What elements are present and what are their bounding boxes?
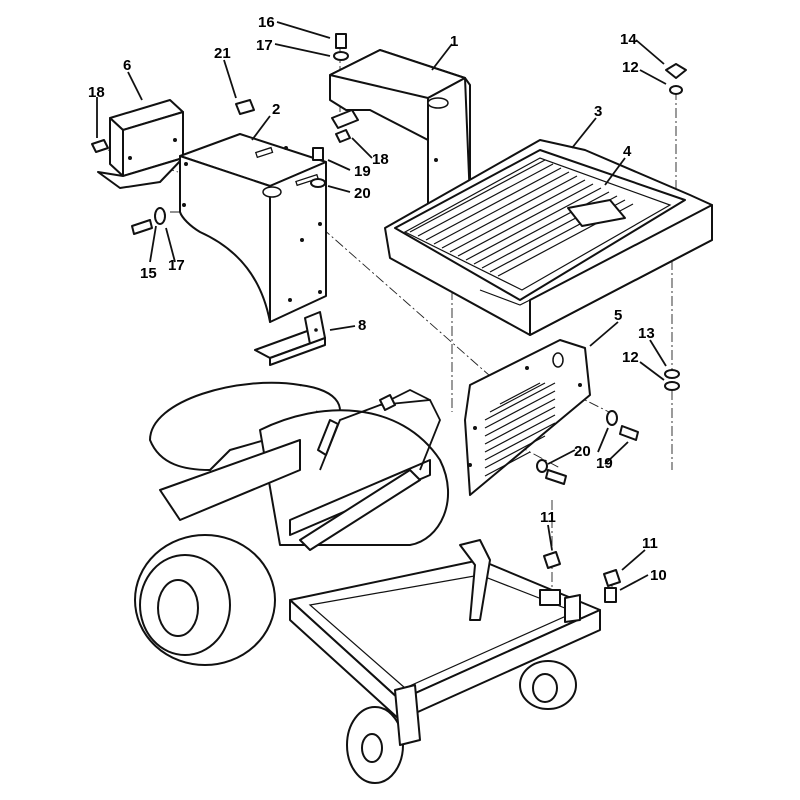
seat-label-part-4 xyxy=(567,199,626,227)
washer-12-right xyxy=(664,381,680,391)
callout-2: 2 xyxy=(272,101,280,118)
screw-16 xyxy=(335,33,347,49)
screw-15 xyxy=(131,219,153,235)
louvers xyxy=(484,382,556,477)
callout-12-top: 12 xyxy=(622,59,639,76)
nut-18-right xyxy=(335,129,351,143)
callout-11-left: 11 xyxy=(540,509,556,526)
nut-13 xyxy=(664,369,680,379)
callout-3: 3 xyxy=(594,103,602,120)
bracket-part-6 xyxy=(97,99,184,189)
callout-10: 10 xyxy=(650,567,667,584)
callout-11-right: 11 xyxy=(642,535,658,552)
callout-19-left: 19 xyxy=(354,163,371,180)
callout-17-top: 17 xyxy=(256,37,273,54)
nut-11-left xyxy=(543,551,561,569)
seat-pan-part-3 xyxy=(384,139,713,336)
callout-16: 16 xyxy=(258,14,275,31)
callout-20-right: 20 xyxy=(574,443,591,460)
callout-1: 1 xyxy=(450,33,458,50)
bracket-part-8 xyxy=(254,311,326,366)
callout-6: 6 xyxy=(123,57,131,74)
washer-20-lower xyxy=(536,459,548,473)
screw-10 xyxy=(604,587,617,603)
callout-12-right: 12 xyxy=(622,349,639,366)
wing-nut-14 xyxy=(665,63,687,79)
callout-5: 5 xyxy=(614,307,622,324)
callout-17-left: 17 xyxy=(168,257,185,274)
callout-20-left: 20 xyxy=(354,185,371,202)
callout-8: 8 xyxy=(358,317,366,334)
callout-18-right: 18 xyxy=(372,151,389,168)
screw-19-left xyxy=(312,147,324,161)
frame-assembly xyxy=(134,381,601,784)
callout-18-left: 18 xyxy=(88,84,105,101)
callout-15: 15 xyxy=(140,265,157,282)
callout-14: 14 xyxy=(620,31,637,48)
louvered-panel-part-5 xyxy=(464,339,591,496)
callout-21: 21 xyxy=(214,45,231,62)
washer-20-left xyxy=(310,178,326,188)
hardware xyxy=(131,33,687,603)
cover-plate-part-1 xyxy=(329,49,471,233)
clip-part-21 xyxy=(235,99,255,115)
washer-12-top xyxy=(669,85,683,95)
side-panel-part-2 xyxy=(179,133,327,323)
callout-19-right: 19 xyxy=(596,455,613,472)
callouts: 1 2 3 4 5 6 8 10 11 11 12 12 13 14 15 16… xyxy=(88,14,667,584)
washer-17-top xyxy=(333,51,349,61)
washer-17-left xyxy=(154,207,166,225)
nut-11-right xyxy=(603,569,621,587)
drum xyxy=(259,409,450,546)
leader-arrows xyxy=(96,21,667,591)
screw-19-right xyxy=(619,425,639,441)
screw-19-lower xyxy=(545,469,567,485)
callout-4: 4 xyxy=(623,143,632,160)
lock-nut-18 xyxy=(91,139,109,153)
washer-20-right xyxy=(606,410,618,426)
callout-13: 13 xyxy=(638,325,655,342)
lever xyxy=(459,539,491,621)
